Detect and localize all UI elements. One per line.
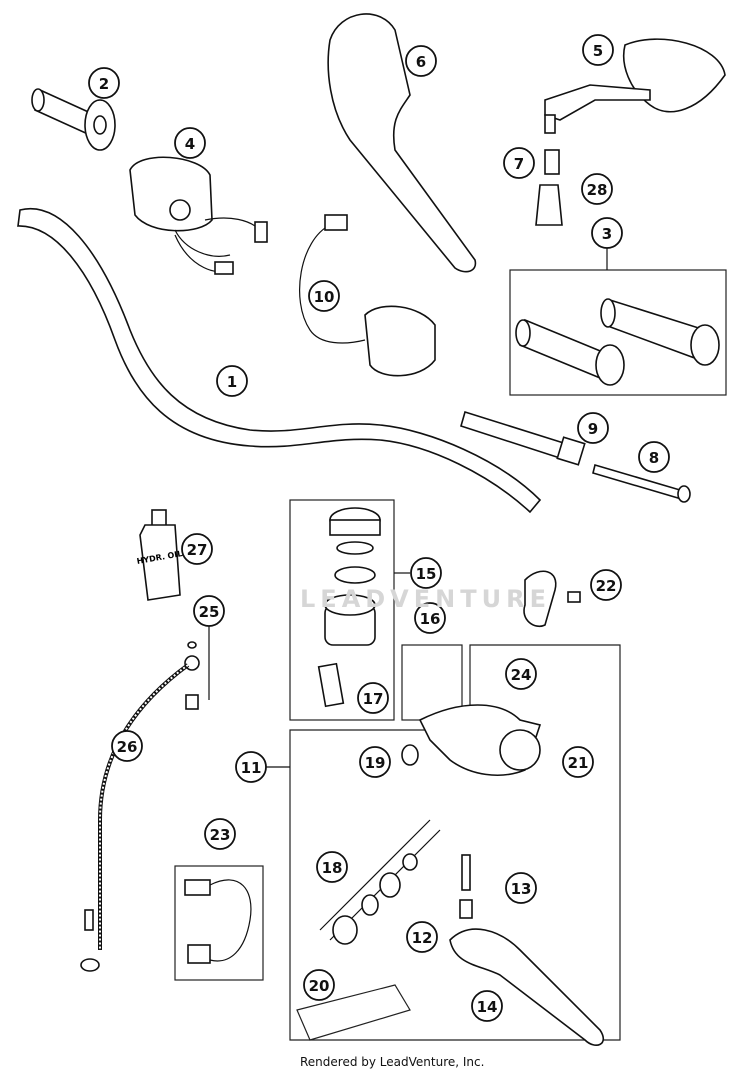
callout-number: 17 — [363, 690, 384, 708]
reservoir-parts — [317, 507, 381, 708]
callout-number: 14 — [477, 998, 498, 1016]
callout-1: 1 — [216, 365, 248, 397]
callout-4: 4 — [174, 127, 206, 159]
callout-23: 23 — [204, 818, 236, 850]
bolt — [592, 463, 691, 503]
callout-number: 27 — [187, 541, 208, 559]
callout-26: 26 — [111, 730, 143, 762]
callout-number: 5 — [593, 42, 603, 60]
piston-kit — [319, 819, 441, 945]
callout-number: 25 — [199, 603, 220, 621]
callout-5: 5 — [582, 34, 614, 66]
callout-number: 2 — [99, 75, 109, 93]
callout-number: 3 — [602, 225, 612, 243]
pushrod-box — [296, 984, 411, 1041]
handlebar — [17, 207, 542, 514]
callout-25: 25 — [193, 595, 225, 627]
callout-13: 13 — [505, 872, 537, 904]
callout-number: 26 — [117, 738, 138, 756]
footer-credit: Rendered by LeadVenture, Inc. — [300, 1055, 485, 1069]
callout-number: 21 — [568, 754, 589, 772]
callout-15: 15 — [410, 557, 442, 589]
callout-number: 28 — [587, 181, 608, 199]
mirror — [544, 38, 726, 134]
callout-16: 16 — [414, 602, 446, 634]
brake-switch-box — [174, 865, 264, 981]
brake-hose — [80, 641, 200, 972]
callout-number: 18 — [322, 859, 343, 877]
callout-2: 2 — [88, 67, 120, 99]
callout-21: 21 — [562, 746, 594, 778]
callout-17: 17 — [357, 682, 389, 714]
callout-number: 7 — [514, 155, 524, 173]
callout-number: 12 — [412, 929, 433, 947]
callout-number: 8 — [649, 449, 659, 467]
left-grip — [31, 88, 116, 151]
callout-number: 22 — [596, 577, 617, 595]
handguard — [327, 13, 477, 273]
callout-number: 16 — [420, 610, 441, 628]
callout-number: 20 — [309, 977, 330, 995]
callout-number: 9 — [588, 420, 598, 438]
callout-number: 4 — [185, 135, 195, 153]
callout-19: 19 — [359, 746, 391, 778]
callout-27: 27 — [181, 533, 213, 565]
bar-end-weight — [460, 410, 586, 466]
callout-20: 20 — [303, 969, 335, 1001]
callout-22: 22 — [590, 569, 622, 601]
callout-14: 14 — [471, 990, 503, 1022]
grips-set-box — [509, 269, 727, 396]
callout-number: 15 — [416, 565, 437, 583]
mirror-clamp — [523, 570, 581, 627]
callout-18: 18 — [316, 851, 348, 883]
callout-6: 6 — [405, 45, 437, 77]
brake-lever — [449, 854, 605, 1046]
left-switch — [129, 156, 268, 275]
callout-number: 1 — [227, 373, 237, 391]
callout-10: 10 — [308, 280, 340, 312]
callout-9: 9 — [577, 412, 609, 444]
brake-light-switch — [184, 879, 252, 964]
mirror-adapter — [544, 149, 560, 175]
callout-number: 10 — [314, 288, 335, 306]
reservoir-box — [289, 499, 395, 721]
callout-number: 11 — [241, 759, 262, 777]
callout-7: 7 — [503, 147, 535, 179]
hydraulic-oil-bottle: HYDR. OIL — [136, 509, 183, 601]
callout-number: 13 — [511, 880, 532, 898]
mirror-nut — [535, 184, 563, 226]
callout-12: 12 — [406, 921, 438, 953]
master-cylinder — [401, 704, 542, 776]
callout-number: 19 — [365, 754, 386, 772]
callout-8: 8 — [638, 441, 670, 473]
callout-number: 6 — [416, 53, 426, 71]
callout-28: 28 — [581, 173, 613, 205]
callout-3: 3 — [591, 217, 623, 249]
callout-11: 11 — [235, 751, 267, 783]
right-switch — [299, 214, 436, 377]
callout-24: 24 — [505, 658, 537, 690]
callout-number: 23 — [210, 826, 231, 844]
grips-pair — [515, 298, 720, 386]
callout-number: 24 — [511, 666, 532, 684]
